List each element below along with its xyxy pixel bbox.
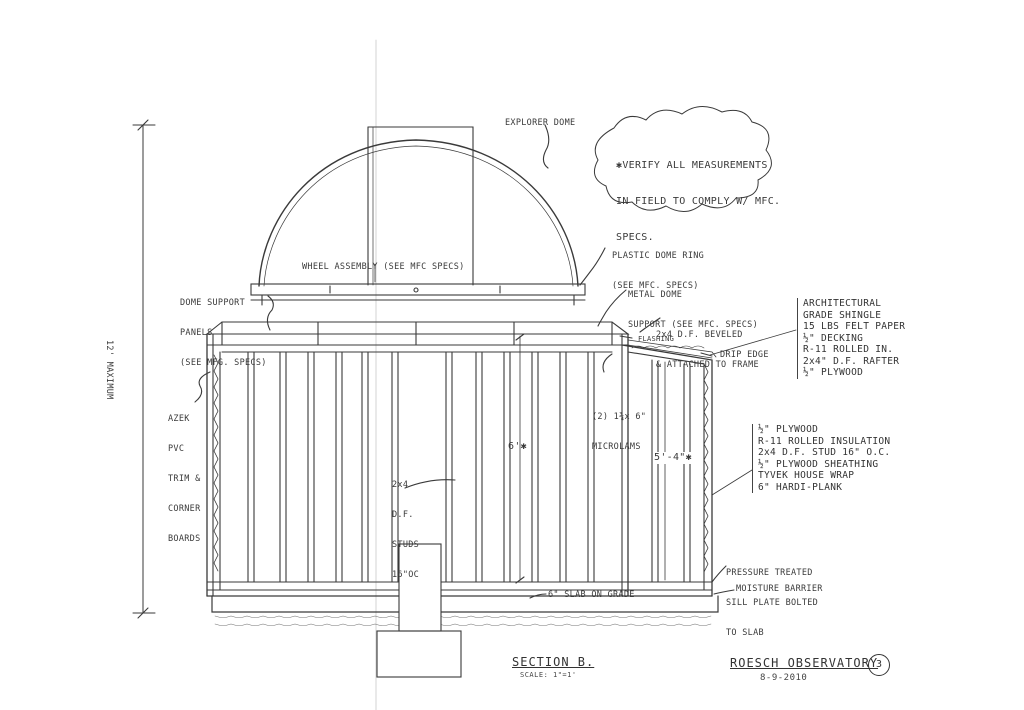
label-line: PRESSURE TREATED xyxy=(726,568,813,578)
dome-shutter xyxy=(367,126,474,286)
label-pressure-treated: PRESSURE TREATED SILL PLATE BOLTED TO SL… xyxy=(726,548,818,648)
label-line: STUDS xyxy=(392,540,420,550)
wall-spec-item: TYVEK HOUSE WRAP xyxy=(758,470,855,481)
roof-spec-item: ARCHITECTURAL xyxy=(803,298,882,309)
label-drip-edge: DRIP EDGE xyxy=(720,350,769,360)
wall-spec-item: ½" PLYWOOD xyxy=(758,424,819,435)
label-azek: AZEK PVC TRIM & CORNER BOARDS xyxy=(168,394,201,554)
sheet-number: 3 xyxy=(868,654,890,676)
label-line: TO SLAB xyxy=(726,628,764,638)
label-line: AZEK xyxy=(168,414,190,424)
wall-spec-item: ½" PLYWOOD SHEATHING xyxy=(758,458,879,470)
label-line: DOME SUPPORT xyxy=(180,298,246,308)
explorer-dome xyxy=(258,139,579,287)
label-line: TRIM & xyxy=(168,474,201,484)
label-line: PANELS xyxy=(180,328,213,338)
pier-footing xyxy=(376,630,462,678)
label-explorer-dome: EXPLORER DOME xyxy=(505,118,576,128)
label-microlams: (2) 1¾x 6" MICROLAMS xyxy=(592,392,646,462)
lean-to xyxy=(621,344,713,597)
label-line: PVC xyxy=(168,444,185,454)
label-line: CORNER xyxy=(168,504,201,514)
roof-spec-list: ARCHITECTURAL GRADE SHINGLE 15 LBS FELT … xyxy=(797,298,905,379)
scale-note: SCALE: 1"=1' xyxy=(520,671,577,679)
label-line: 16"OC xyxy=(392,570,420,580)
top-plate xyxy=(205,321,630,335)
label-slab: 6" SLAB ON GRADE xyxy=(548,590,635,600)
label-line: (2) 1¾x 6" xyxy=(592,412,647,422)
roof-spec-item: ½" DECKING xyxy=(803,332,864,344)
label-line: (SEE MFC. SPECS) xyxy=(612,281,699,291)
label-wheel-assembly: WHEEL ASSEMBLY (SEE MFC SPECS) xyxy=(302,262,465,272)
label-studs: 2x4 D.F. STUDS 16"OC xyxy=(392,460,419,590)
label-line: 2x4 xyxy=(392,480,409,490)
label-beveled: 2x4 D.F. BEVELED & ATTACHED TO FRAME xyxy=(656,310,759,380)
pier xyxy=(398,543,442,632)
label-metal-support: METAL DOME SUPPORT (SEE MFC. SPECS) xyxy=(628,270,758,340)
drawing-date: 8-9-2010 xyxy=(760,673,808,683)
verify-note: ✱VERIFY ALL MEASUREMENTS IN FIELD TO COM… xyxy=(616,136,780,256)
verify-note-line: ✱VERIFY ALL MEASUREMENTS xyxy=(616,160,768,171)
note-cloud xyxy=(593,106,772,212)
project-title: ROESCH OBSERVATORY xyxy=(730,656,879,670)
label-line: D.F. xyxy=(392,510,414,520)
label-line: (SEE MFG. SPECS) xyxy=(180,358,267,368)
studs xyxy=(247,351,595,583)
label-moisture-barrier: MOISTURE BARRIER xyxy=(736,584,823,594)
leader-dome xyxy=(542,124,550,169)
verify-note-line: SPECS. xyxy=(616,232,654,243)
roof-spec-item: 2x4" D.F. RAFTER xyxy=(803,355,900,367)
label-line: BOARDS xyxy=(168,534,201,544)
roof-spec-item: 15 LBS FELT PAPER xyxy=(803,321,906,332)
label-line: PLASTIC DOME RING xyxy=(612,251,705,261)
roof-spec-item: ½" PLYWOOD xyxy=(803,367,864,378)
label-six-ft: 6'✱ xyxy=(508,441,527,452)
wall-spec-item: 2x4 D.F. STUD 16" O.C. xyxy=(758,447,891,458)
label-line: MICROLAMS xyxy=(592,442,641,452)
label-five-ft: 5'-4"✱ xyxy=(654,452,692,464)
label-line: & ATTACHED TO FRAME xyxy=(656,360,759,370)
dome-ring xyxy=(250,283,586,296)
roof-spec-item: GRADE SHINGLE xyxy=(803,309,882,321)
label-line: SUPPORT (SEE MFC. SPECS) xyxy=(628,320,759,330)
label-line: METAL DOME xyxy=(628,290,683,300)
wall-spec-item: 6" HARDI-PLANK xyxy=(758,481,843,493)
roof-spec-item: R-11 ROLLED IN. xyxy=(803,344,894,355)
verify-note-line: IN FIELD TO COMPLY W/ MFC. xyxy=(616,196,781,207)
label-plastic-ring: PLASTIC DOME RING (SEE MFC. SPECS) xyxy=(612,231,704,301)
label-dome-support-panels: DOME SUPPORT PANELS (SEE MFG. SPECS) xyxy=(180,278,267,378)
label-line: SILL PLATE BOLTED xyxy=(726,598,819,608)
label-line: 2x4 D.F. BEVELED xyxy=(656,330,743,340)
label-flashing: FLASHING xyxy=(638,335,675,343)
wall-spec-item: R-11 ROLLED INSULATION xyxy=(758,435,891,447)
slab xyxy=(211,595,719,613)
wall-spec-list: ½" PLYWOOD R-11 ROLLED INSULATION 2x4 D.… xyxy=(752,424,890,493)
label-height-max: 12' MAXIMUM xyxy=(104,340,114,400)
section-title: SECTION B. xyxy=(512,655,595,669)
